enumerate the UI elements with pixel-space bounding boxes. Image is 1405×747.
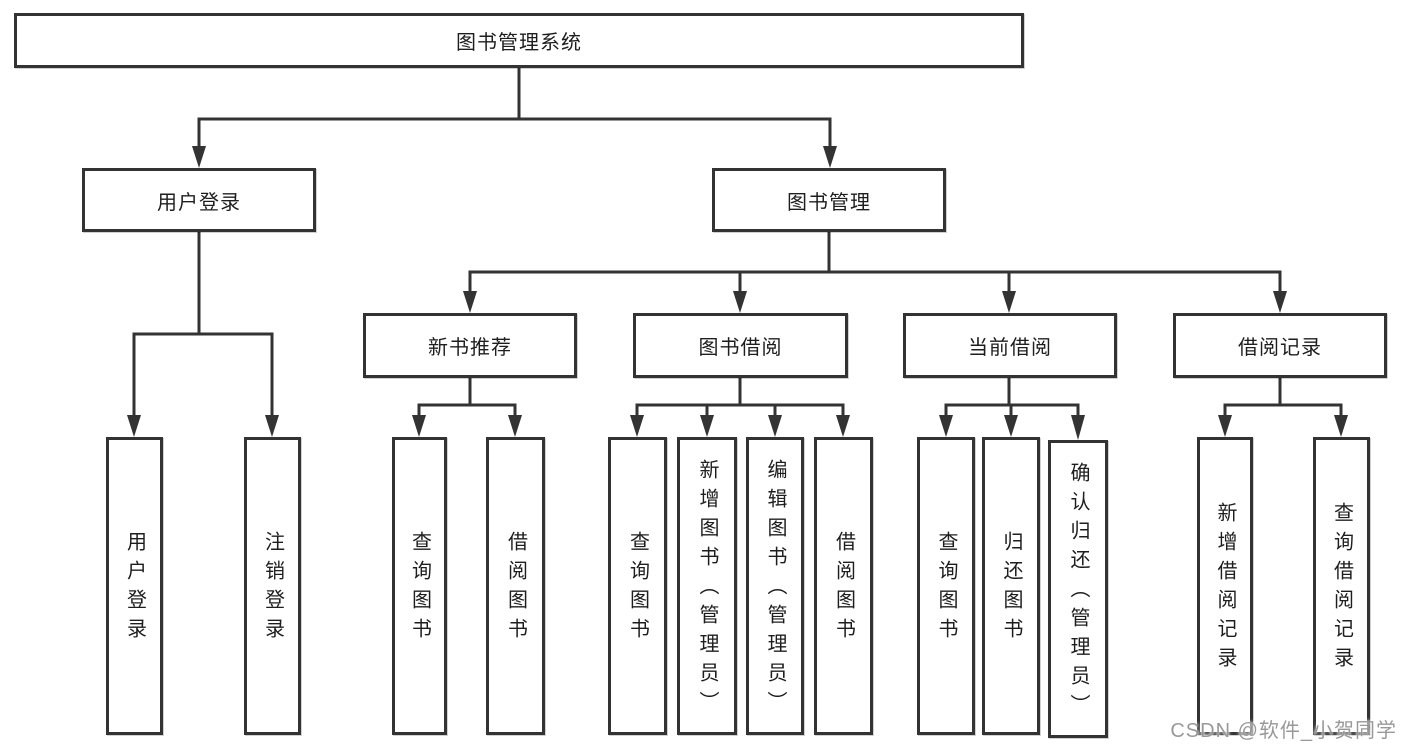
leaf-logout: 注销登录 (244, 437, 301, 735)
leaf-add-borrow-record: 新增借阅记录 (1197, 437, 1253, 735)
csdn-watermark: CSDN @软件_小贺同学 (1170, 720, 1397, 742)
node-user-login: 用户登录 (82, 168, 316, 232)
leaf-user-login: 用户登录 (106, 437, 163, 735)
leaf-query-books-recommend: 查询图书 (392, 437, 447, 735)
leaf-add-book-admin: 新增图书（管理员） (677, 437, 737, 735)
node-current-borrow: 当前借阅 (903, 313, 1117, 378)
leaf-query-books-borrow: 查询图书 (608, 437, 667, 735)
leaf-edit-book-admin: 编辑图书（管理员） (746, 437, 804, 735)
node-borrow-records: 借阅记录 (1173, 313, 1387, 378)
leaf-confirm-return-admin: 确认归还（管理员） (1048, 440, 1108, 738)
node-book-management: 图书管理 (712, 168, 946, 232)
leaf-return-book: 归还图书 (982, 437, 1040, 735)
leaf-query-books-current: 查询图书 (917, 437, 975, 735)
node-root: 图书管理系统 (14, 13, 1024, 68)
leaf-borrow-books-recommend: 借阅图书 (486, 437, 545, 735)
node-new-book-recommend: 新书推荐 (363, 313, 577, 378)
arrowheads (127, 146, 1348, 440)
node-book-borrow: 图书借阅 (633, 313, 848, 378)
leaf-query-borrow-record: 查询借阅记录 (1313, 437, 1370, 735)
leaf-borrow-book: 借阅图书 (814, 437, 873, 735)
